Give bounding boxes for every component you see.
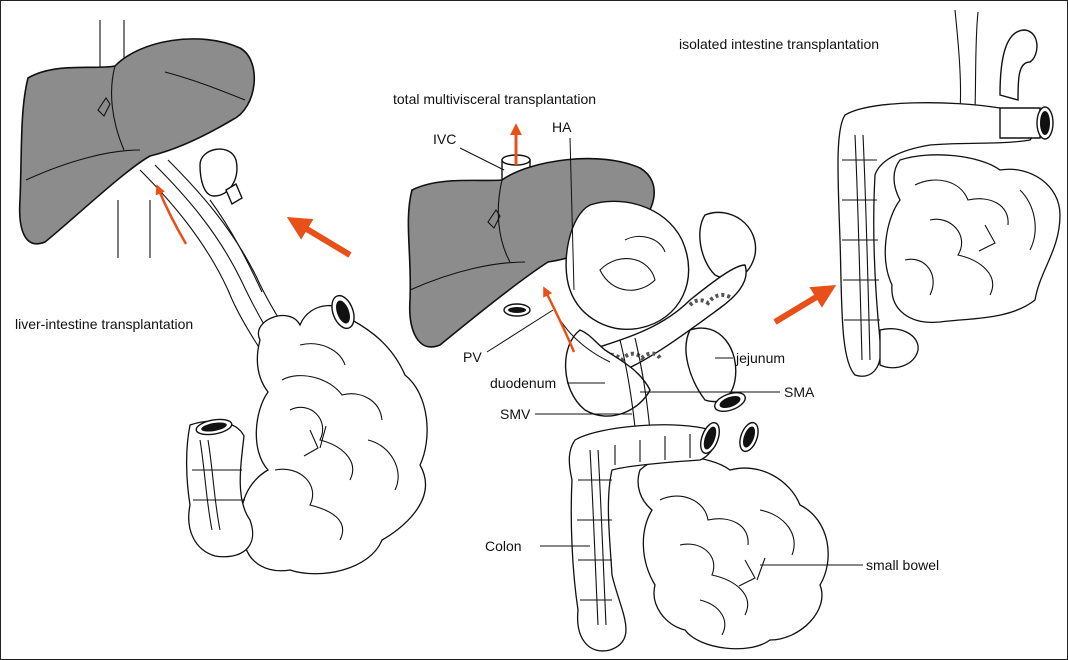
spleen xyxy=(700,212,756,279)
isolated-intestine-graft xyxy=(838,10,1060,376)
arrow-to-liver-intestine xyxy=(295,222,350,255)
label-ha: HA xyxy=(552,119,571,135)
label-pv: PV xyxy=(463,349,482,365)
label-smv: SMV xyxy=(500,406,530,422)
label-jejunum: jejunum xyxy=(736,350,785,366)
arrow-to-isolated-intestine xyxy=(775,290,828,322)
jejunum xyxy=(686,328,736,402)
multivisceral-graft xyxy=(408,128,828,651)
label-total-multivisceral: total multivisceral transplantation xyxy=(393,91,596,107)
label-small-bowel: small bowel xyxy=(866,557,939,573)
label-sma: SMA xyxy=(784,384,814,400)
label-ivc: IVC xyxy=(433,131,456,147)
label-liver-intestine: liver-intestine transplantation xyxy=(15,316,193,332)
label-isolated-intestine: isolated intestine transplantation xyxy=(679,36,879,52)
liver-intestine-graft xyxy=(20,20,427,574)
label-duodenum: duodenum xyxy=(490,375,556,391)
label-colon: Colon xyxy=(485,538,522,554)
stomach xyxy=(566,201,689,329)
